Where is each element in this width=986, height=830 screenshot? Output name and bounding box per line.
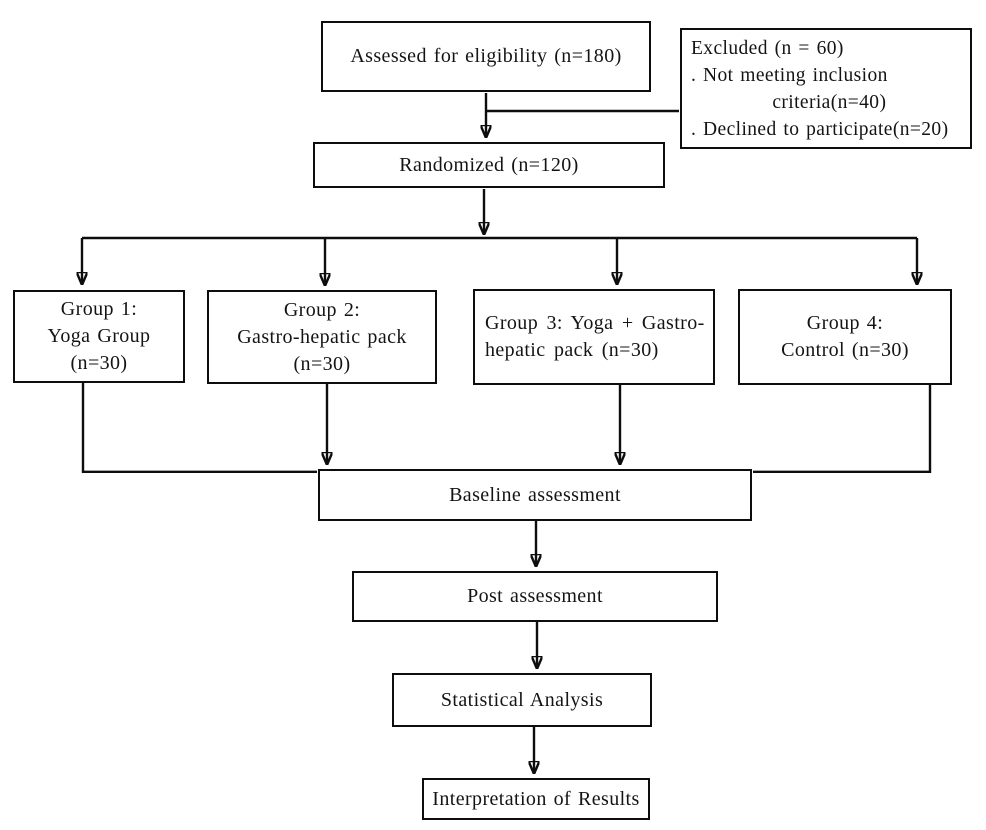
node-excluded: Excluded (n = 60) . Not meeting inclusio… [680,28,972,149]
node-statistical-analysis: Statistical Analysis [392,673,652,727]
node-group1-yoga: Group 1: Yoga Group (n=30) [13,290,185,383]
node-randomized: Randomized (n=120) [313,142,665,188]
node-group3-yoga-gastro-hepatic: Group 3: Yoga + Gastro- hepatic pack (n=… [473,289,715,385]
line-group4-to-baseline [753,385,932,473]
node-interpretation-of-results: Interpretation of Results [422,778,650,820]
line-group1-to-baseline [81,382,317,473]
node-assessed-eligibility: Assessed for eligibility (n=180) [321,21,651,92]
node-group4-control: Group 4: Control (n=30) [738,289,952,385]
node-baseline-assessment: Baseline assessment [318,469,752,521]
node-post-assessment: Post assessment [352,571,718,622]
node-group2-gastro-hepatic: Group 2: Gastro-hepatic pack (n=30) [207,290,437,384]
